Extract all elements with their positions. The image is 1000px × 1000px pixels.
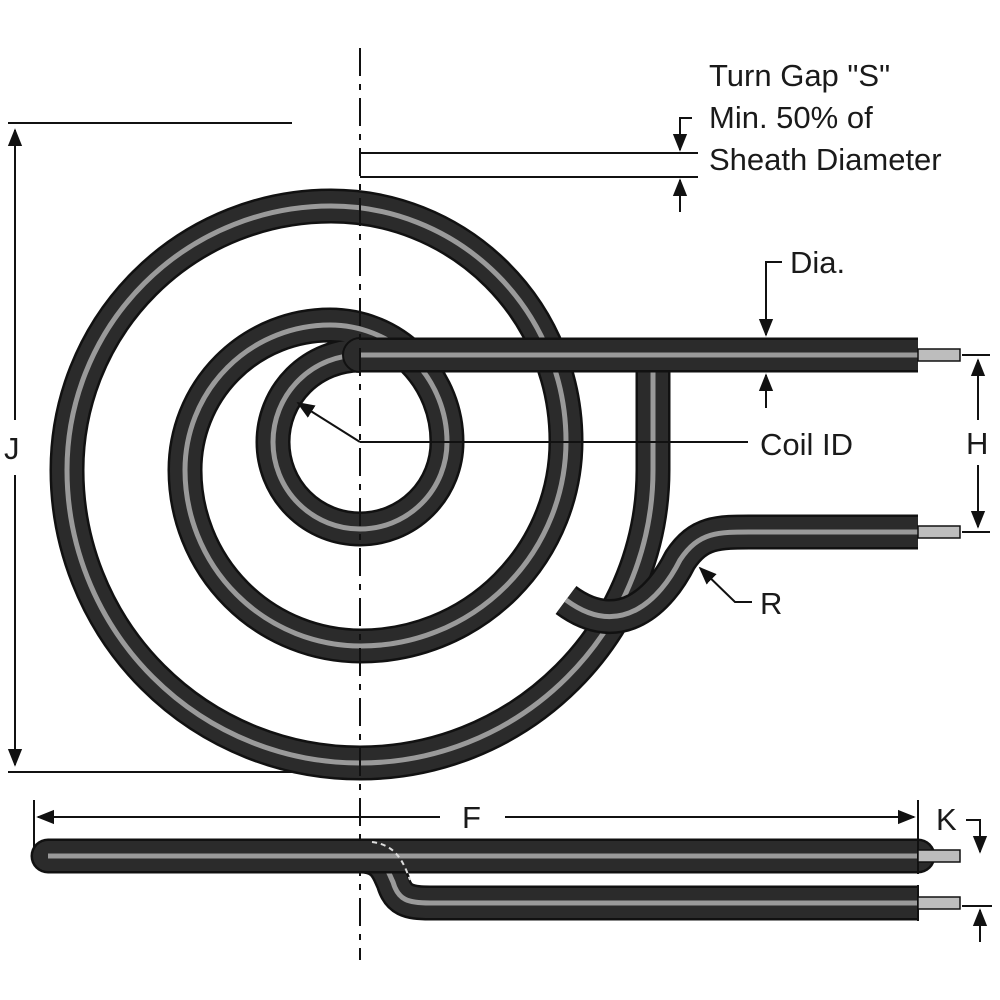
upper-terminal-pin: [917, 348, 961, 362]
upper-lead: [342, 337, 918, 373]
dia-label: Dia.: [790, 245, 845, 280]
hidden-bend-line: [371, 841, 411, 881]
lower-terminal-pin: [917, 525, 961, 539]
dimension-j: [7, 122, 292, 773]
turn-gap-label-line3: Sheath Diameter: [709, 142, 942, 177]
j-label: J: [4, 431, 20, 466]
side-lower-terminal-pin: [917, 896, 961, 910]
dimension-r: [698, 566, 752, 603]
k-label: K: [936, 802, 957, 837]
f-label: F: [462, 800, 481, 835]
coil-top-view: [49, 48, 961, 960]
dimension-dia: [758, 261, 782, 408]
r-label: R: [760, 586, 782, 621]
coil-id-label: Coil ID: [760, 427, 853, 462]
spiral-sheath: [49, 188, 918, 781]
dimension-f: [33, 800, 919, 848]
coil-side-view: [30, 838, 961, 921]
dimension-h: [962, 354, 990, 533]
side-upper-terminal-pin: [917, 849, 961, 863]
lower-lead: [555, 514, 918, 635]
h-label: H: [966, 426, 988, 461]
dimension-k: [962, 819, 992, 942]
dimension-turn-gap: [360, 117, 698, 212]
dimension-coil-id: [296, 402, 748, 443]
turn-gap-label-line1: Turn Gap "S": [709, 58, 890, 93]
turn-gap-label-line2: Min. 50% of: [709, 100, 873, 135]
